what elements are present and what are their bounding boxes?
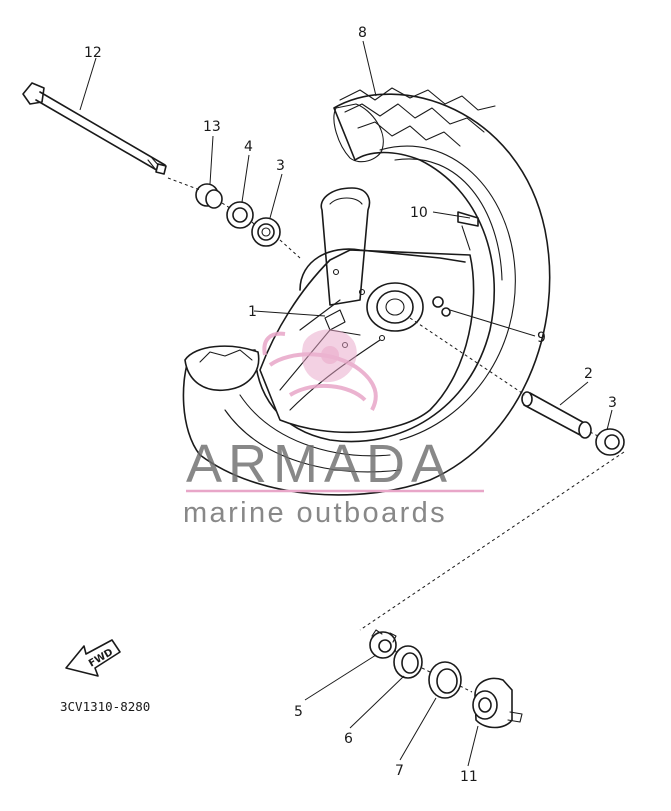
collar [195,183,223,209]
watermark-logo: ARMADA marine outboards [183,329,484,529]
fwd-arrow: FWD [65,639,121,677]
bolt-9 [432,296,451,317]
tire [182,87,551,496]
oil-seal-7 [428,661,462,699]
meter-clutch [369,629,397,659]
callout-9: 9 [537,330,546,346]
watermark-title: ARMADA [186,434,453,494]
meter-gear-unit [472,677,523,729]
diagram-code: 3CV1310-8280 [60,699,150,714]
watermark-subtitle: marine outboards [183,497,447,529]
washer [393,645,423,679]
callout-11: 11 [460,769,478,785]
callout-12: 12 [84,45,102,61]
callout-4: 4 [244,139,253,155]
callout-10: 10 [410,205,428,221]
callout-6: 6 [344,731,353,747]
spacer [521,391,592,439]
watermark-emblem [262,329,378,411]
callout-8: 8 [358,25,367,41]
callout-3-right: 3 [608,395,617,411]
bearing-right [595,428,625,456]
callout-1: 1 [248,304,257,320]
callout-2: 2 [584,366,593,382]
tire-valve [457,211,479,251]
wheel-axle [22,82,167,175]
callout-5: 5 [294,704,303,720]
bearing-left [251,217,281,247]
oil-seal [226,201,254,229]
callout-3-left: 3 [276,158,285,174]
callout-7: 7 [395,763,404,779]
callout-13: 13 [203,119,221,135]
